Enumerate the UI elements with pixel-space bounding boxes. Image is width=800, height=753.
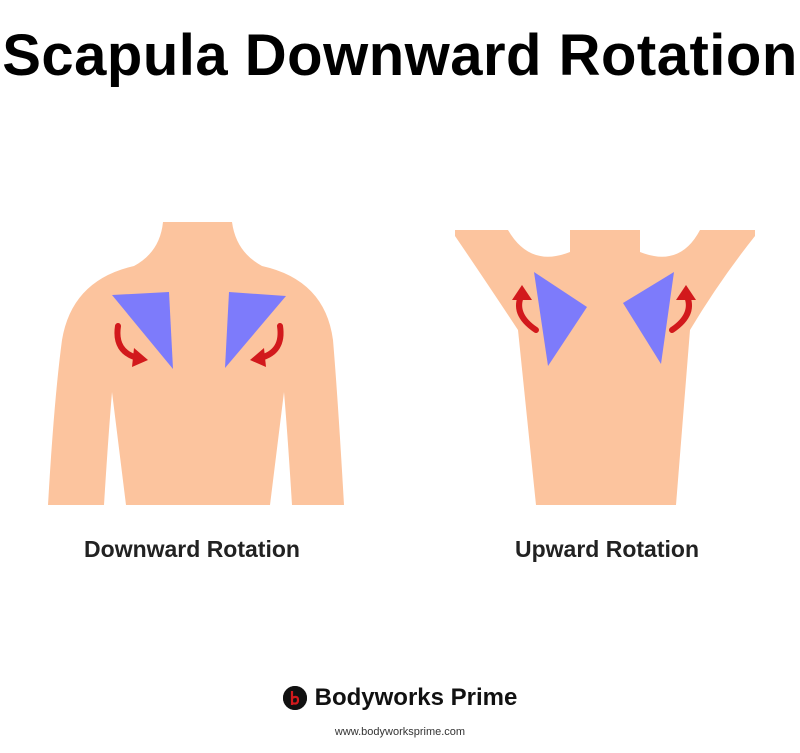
right-rotation-arrow-icon [250, 323, 284, 367]
downward-rotation-figure [48, 222, 344, 505]
downward-rotation-caption: Downward Rotation [84, 536, 300, 562]
brand-name: Bodyworks Prime [314, 684, 518, 711]
left-rotation-arrow-icon [512, 285, 539, 333]
bodyworks-prime-logo-icon [282, 686, 307, 710]
torso-shape [48, 222, 344, 505]
torso-arms-raised-shape [455, 230, 755, 505]
left-scapula-shape [112, 292, 173, 369]
brand-footer: Bodyworks Prime [0, 684, 800, 712]
right-scapula-shape [623, 272, 674, 364]
brand-url: www.bodyworksprime.com [334, 726, 466, 738]
right-scapula-shape [225, 292, 286, 368]
upward-rotation-caption: Upward Rotation [515, 536, 699, 562]
upward-rotation-figure [455, 230, 755, 505]
page-title: Scapula Downward Rotation [2, 23, 798, 88]
right-rotation-arrow-icon [669, 285, 696, 333]
left-rotation-arrow-icon [114, 323, 148, 367]
left-scapula-shape [534, 272, 587, 366]
